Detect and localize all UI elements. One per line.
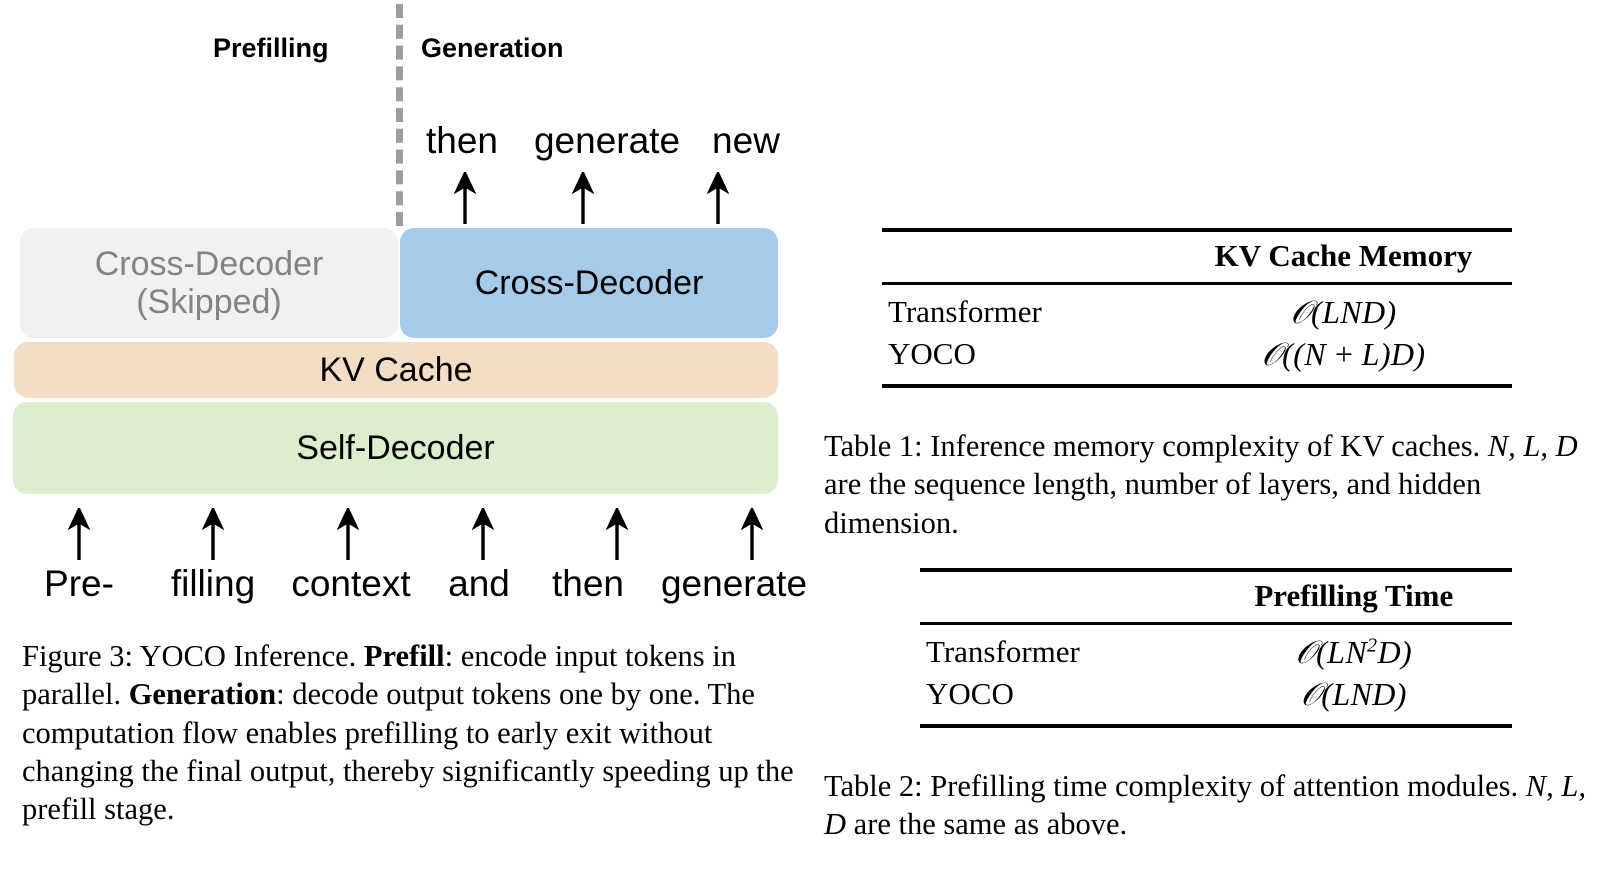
table-2-row-1-value: 𝒪(LND)	[1300, 675, 1407, 712]
figure-caption-mid2: : decode output tokens one by one. The c…	[22, 677, 794, 827]
table-2-row-0-name: Transformer	[926, 634, 1080, 669]
input-token-context: context	[291, 563, 411, 604]
table-1: KV Cache Memory Transformer 𝒪(LND) YOCO …	[882, 228, 1512, 389]
output-arrow-up-icon-2	[572, 172, 594, 224]
block-kv-cache: KV Cache	[14, 342, 778, 398]
input-token-filling: filling	[170, 563, 256, 604]
input-token-then: then	[551, 563, 625, 604]
output-arrow-up-icon-1	[454, 172, 476, 224]
block-cross-decoder-active-label: Cross-Decoder	[474, 263, 704, 302]
table-2-bottom-rule	[920, 724, 1512, 729]
input-arrow-up-icon-4	[472, 508, 494, 560]
table-1-row-1-name: YOCO	[888, 335, 976, 371]
input-arrow-up-icon-1	[68, 508, 90, 560]
block-kv-cache-label: KV Cache	[319, 350, 473, 389]
table-2-caption-math: N, L, D	[824, 769, 1586, 842]
output-token-new: new	[712, 120, 780, 161]
figure-caption-prefix: Figure 3: YOCO Inference.	[22, 639, 364, 673]
input-token-generate: generate	[660, 563, 808, 604]
block-cross-decoder-active: Cross-Decoder	[400, 228, 778, 338]
table-1-row-0-value: 𝒪(LND)	[1290, 294, 1397, 330]
table-1-bottom-rule	[882, 384, 1512, 389]
input-token-and: and	[448, 563, 510, 604]
table-1-caption: Table 1: Inference memory complexity of …	[824, 427, 1612, 542]
figure-caption-mid1: : encode input tokens in parallel.	[22, 639, 737, 712]
block-self-decoder-label: Self-Decoder	[296, 428, 495, 467]
table-row: YOCO 𝒪(LND)	[920, 674, 1512, 716]
block-cross-decoder-skipped-label-line1: Cross-Decoder	[94, 244, 324, 283]
table-1-caption-lead: Table 1: Inference memory complexity of …	[824, 429, 1488, 463]
block-self-decoder: Self-Decoder	[13, 402, 778, 494]
table-2-row-0-value: 𝒪(LN2D)	[1295, 634, 1413, 670]
output-arrow-up-icon-3	[707, 172, 729, 224]
table-1-top-rule	[882, 228, 1512, 232]
table-row: Transformer 𝒪(LN2D)	[920, 632, 1512, 674]
table-1-row-1-value: 𝒪((N + L)D)	[1261, 335, 1426, 372]
input-arrow-up-icon-3	[337, 508, 359, 560]
figure-caption-bold-generation: Generation	[128, 677, 277, 712]
table-2-caption-tail: are the same as above.	[846, 807, 1128, 842]
table-1-header-value-col: KV Cache Memory	[1214, 238, 1473, 273]
table-2-header-value-col: Prefilling Time	[1254, 578, 1454, 613]
table-2-top-rule	[920, 568, 1512, 572]
table-1-caption-math: N, L, D	[1487, 429, 1578, 463]
table-1-mid-rule	[882, 282, 1512, 285]
table-1-caption-tail: are the sequence length, number of layer…	[824, 467, 1482, 540]
stage-label-generation: Generation	[421, 33, 564, 63]
input-arrow-up-icon-2	[202, 508, 224, 560]
input-arrow-up-icon-6	[741, 508, 763, 560]
block-cross-decoder-skipped: Cross-Decoder (Skipped)	[20, 228, 398, 338]
table-2-row-1-name: YOCO	[926, 675, 1014, 711]
tables-panel: KV Cache Memory Transformer 𝒪(LND) YOCO …	[820, 0, 1612, 896]
block-cross-decoder-skipped-label-line2: (Skipped)	[136, 283, 282, 321]
table-2: Prefilling Time Transformer 𝒪(LN2D) YOCO…	[920, 568, 1512, 729]
table-row: YOCO 𝒪((N + L)D)	[882, 334, 1512, 376]
stage-label-prefilling: Prefilling	[213, 33, 329, 63]
figure-3-panel: Prefilling Generation then generate new …	[13, 4, 822, 828]
table-2-caption-lead: Table 2: Prefilling time complexity of a…	[824, 769, 1526, 803]
table-1-row-0-name: Transformer	[888, 294, 1042, 329]
input-token-pre: Pre-	[44, 563, 114, 604]
table-1-header-row: KV Cache Memory	[882, 232, 1512, 282]
output-token-generate: generate	[533, 120, 681, 161]
table-2-mid-rule	[920, 622, 1512, 625]
output-token-then: then	[425, 120, 499, 161]
input-arrow-up-icon-5	[606, 508, 628, 560]
table-2-header-row: Prefilling Time	[920, 572, 1512, 622]
phase-divider-dashed-line	[396, 4, 403, 226]
figure-caption-bold-prefill: Prefill	[363, 639, 445, 673]
table-2-caption: Table 2: Prefilling time complexity of a…	[824, 767, 1612, 844]
table-row: Transformer 𝒪(LND)	[882, 292, 1512, 334]
table-1-header-name-col	[882, 238, 1175, 274]
table-2-header-name-col	[920, 578, 1196, 614]
figure-3-caption: Figure 3: YOCO Inference. Prefill: encod…	[22, 637, 822, 828]
